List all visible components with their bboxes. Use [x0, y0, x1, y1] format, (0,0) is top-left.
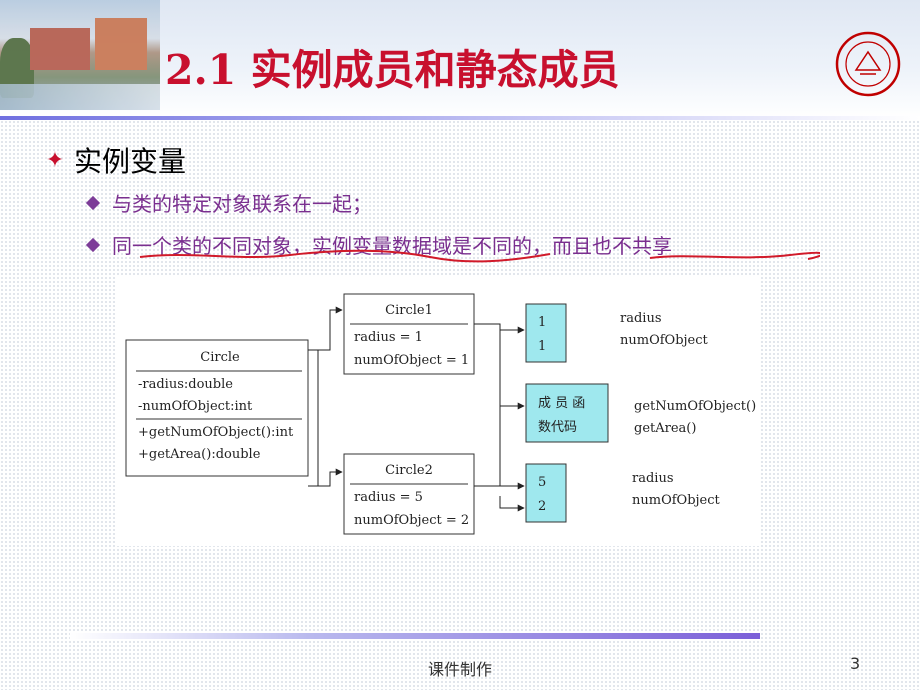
memory-value: 1	[538, 315, 546, 330]
university-seal-icon	[835, 31, 901, 97]
memory-value: 成 员 函	[538, 396, 585, 411]
object-box-circle1: Circle1 radius = 1 numOfObject = 1	[343, 293, 475, 375]
memory-value: 2	[538, 499, 546, 514]
handwritten-underline	[139, 249, 820, 263]
sub-bullet-text: 同一个类的不同对象，实例变量数据域是不同的，而且也不共享	[112, 234, 672, 258]
diamond-bullet-icon	[85, 237, 101, 252]
class-box-circle: Circle -radius:double -numOfObject:int +…	[125, 339, 309, 477]
class-method: +getArea():double	[138, 447, 261, 462]
memory-diagram: Circle -radius:double -numOfObject:int +…	[116, 276, 760, 546]
footer-divider	[70, 633, 760, 639]
class-name: Circle	[200, 350, 240, 365]
diamond-bullet-icon	[85, 195, 101, 210]
memory-label: numOfObject	[632, 493, 721, 508]
slide-title: 2.1 实例成员和静态成员	[165, 46, 620, 94]
class-method: +getNumOfObject():int	[138, 425, 294, 440]
memory-label: radius	[632, 471, 674, 486]
object-name: Circle2	[385, 463, 433, 478]
object-box-circle2: Circle2 radius = 5 numOfObject = 2	[343, 453, 475, 535]
object-attr: radius = 1	[354, 330, 423, 345]
star-bullet-icon: ✦	[45, 147, 65, 173]
memory-label: radius	[620, 311, 662, 326]
object-attr: numOfObject = 1	[354, 353, 469, 368]
memory-box-1: 1 1	[525, 303, 567, 363]
class-field: -numOfObject:int	[138, 399, 253, 414]
object-name: Circle1	[385, 303, 433, 318]
diagram-canvas: Circle -radius:double -numOfObject:int +…	[125, 293, 756, 535]
memory-box-code: 成 员 函 数代码	[525, 383, 609, 443]
object-attr: numOfObject = 2	[354, 513, 469, 528]
memory-box-2: 5 2	[525, 463, 567, 523]
page-number: 3	[850, 654, 861, 673]
main-bullet: ✦ 实例变量	[44, 140, 186, 180]
memory-label: getArea()	[634, 421, 696, 436]
memory-label: getNumOfObject()	[634, 399, 756, 414]
class-field: -radius:double	[138, 377, 233, 392]
slide-header: 2.1 实例成员和静态成员	[0, 0, 920, 118]
memory-label: numOfObject	[620, 333, 709, 348]
memory-value: 1	[538, 339, 546, 354]
memory-value: 5	[538, 475, 546, 490]
campus-photo	[0, 0, 160, 110]
object-attr: radius = 5	[354, 490, 423, 505]
footer-text: 课件制作	[427, 660, 492, 679]
memory-value: 数代码	[538, 420, 577, 435]
sub-bullet-2: 同一个类的不同对象，实例变量数据域是不同的，而且也不共享	[85, 230, 672, 259]
sub-bullet-1: 与类的特定对象联系在一起；	[85, 188, 372, 217]
sub-bullet-text: 与类的特定对象联系在一起；	[112, 192, 372, 216]
header-divider	[0, 116, 920, 120]
main-bullet-text: 实例变量	[74, 145, 187, 178]
